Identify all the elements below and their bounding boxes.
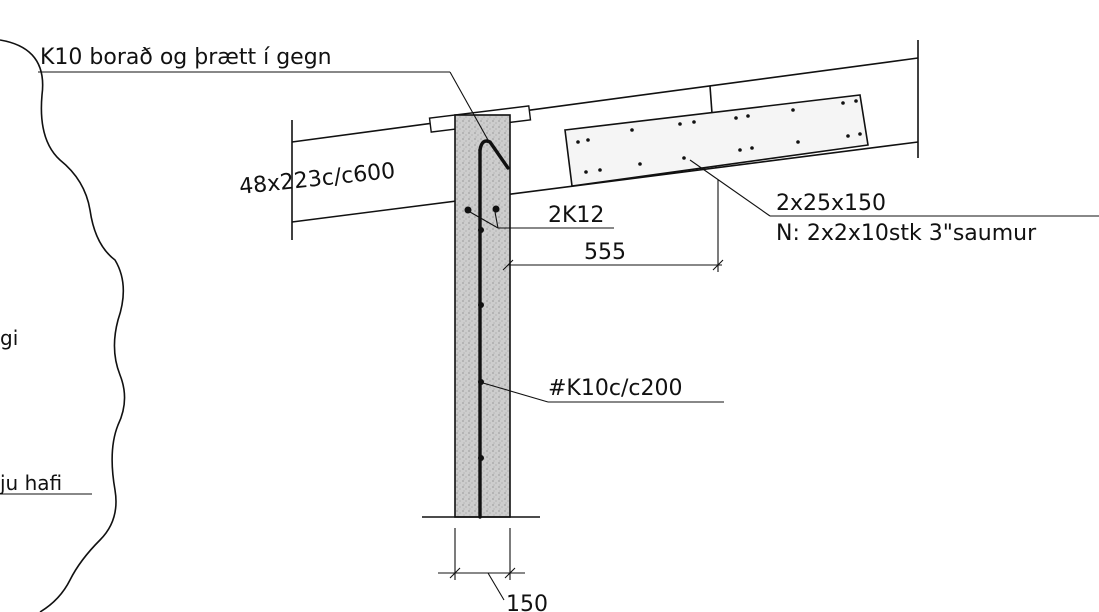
dim-555-tick-right bbox=[712, 259, 724, 271]
rebar-top-label: 2K12 bbox=[548, 203, 604, 228]
left-partial-text-1: gi bbox=[0, 326, 18, 350]
splice-plate-label: 2x25x150 bbox=[776, 191, 886, 216]
top-note-leader bbox=[449, 71, 489, 141]
rebar-top-leader-1 bbox=[469, 211, 499, 229]
rebar-ties bbox=[478, 227, 484, 461]
rafter-label: 48x223c/c600 bbox=[238, 159, 396, 200]
splice-plate-leader bbox=[689, 159, 771, 217]
rafter-top-edge bbox=[291, 57, 919, 143]
rebar-mesh-label: #K10c/c200 bbox=[548, 376, 682, 401]
dim-150-leader bbox=[487, 572, 505, 601]
rebar-2k12-dots bbox=[464, 205, 500, 214]
rebar-top-leader-2 bbox=[494, 211, 499, 229]
top-note-label: K10 borað og þrætt í gegn bbox=[40, 45, 332, 70]
revision-cloud bbox=[0, 39, 126, 612]
splice-plate bbox=[564, 94, 869, 187]
splice-plate-nails bbox=[576, 99, 862, 174]
dim-150-tick-left bbox=[449, 567, 461, 579]
offset-dimension: 555 bbox=[584, 240, 626, 265]
rebar-hook bbox=[478, 139, 510, 170]
width-dimension: 150 bbox=[506, 592, 548, 612]
rebar-mesh-leader bbox=[482, 382, 549, 403]
concrete-column bbox=[454, 114, 511, 518]
nails-label: N: 2x2x10stk 3"saumur bbox=[776, 221, 1037, 246]
left-partial-text-2: ju hafi bbox=[0, 471, 62, 495]
dim-555-tick-left bbox=[502, 259, 514, 271]
dim-150-tick-right bbox=[504, 567, 516, 579]
